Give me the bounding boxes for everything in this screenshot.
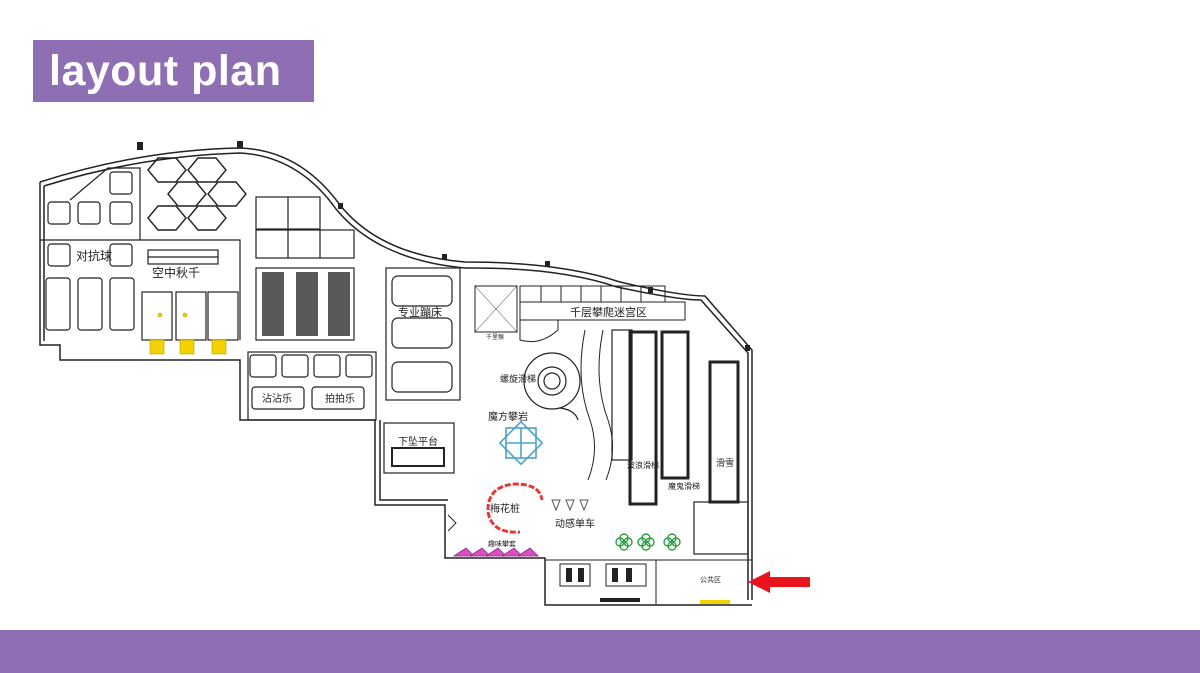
label-qianceng-panpa: 千层攀爬迷宫区 xyxy=(570,305,647,319)
xiazhui-pingtai-area xyxy=(383,422,455,474)
green-plants xyxy=(615,533,681,551)
label-quwei-pantao: 趣味攀套 xyxy=(488,539,516,548)
meihua-zhuang xyxy=(486,482,544,534)
label-qianli-huo: 千里猴 xyxy=(486,333,504,341)
label-duikangqiu: 对抗球 xyxy=(76,248,112,263)
label-paipaile: 拍拍乐 xyxy=(325,392,355,405)
wave-column xyxy=(580,329,613,481)
page-title: layout plan xyxy=(33,40,314,102)
entrance-arrow-icon xyxy=(748,571,810,593)
column-markers xyxy=(137,141,750,351)
label-mofang-panyan: 魔方攀岩 xyxy=(488,410,528,423)
trampoline-grid xyxy=(255,196,355,259)
spiral-slide xyxy=(523,352,581,421)
ball-pit-block xyxy=(255,267,355,341)
label-langlang-huati: 波浪滑梯 xyxy=(627,460,659,470)
label-meihua-zhuang: 梅花桩 xyxy=(490,502,520,515)
label-dongan-danche: 动感单车 xyxy=(555,517,595,530)
page-title-text: layout plan xyxy=(49,46,282,95)
kongzhong-qiuqian-area xyxy=(141,249,239,341)
duikangqiu-area xyxy=(40,167,241,340)
yellow-strip xyxy=(700,600,730,604)
quwei-pantao xyxy=(452,547,539,557)
label-huaxue: 滑雪 xyxy=(716,458,734,469)
footer-band xyxy=(0,630,1200,673)
label-gonggong-qu: 公共区 xyxy=(700,575,721,584)
outer-wall xyxy=(39,147,753,606)
magic-cube-climbing xyxy=(498,420,544,466)
climbing-maze xyxy=(474,285,686,343)
label-zhanzhanle: 沾沾乐 xyxy=(262,392,292,405)
zhanzhanle-paipaile-area xyxy=(247,351,377,421)
label-kongzhong-qiuqian: 空中秋千 xyxy=(152,265,200,280)
hexagon-cluster xyxy=(147,157,247,231)
zhuanye-bengchuang-area xyxy=(385,267,461,401)
yellow-markers xyxy=(149,312,227,355)
slide-lanes xyxy=(611,329,749,555)
label-luoxuan-huati: 螺旋滑梯 xyxy=(500,373,536,385)
dynamic-bikes xyxy=(551,499,589,512)
label-xiazhui-pingtai: 下坠平台 xyxy=(398,435,438,448)
entrance-fixtures xyxy=(566,568,640,602)
entrance-area xyxy=(447,514,752,605)
label-mogui-huati: 魔鬼滑梯 xyxy=(668,481,700,491)
label-zhuanye-bengchuang: 专业蹦床 xyxy=(398,305,442,319)
